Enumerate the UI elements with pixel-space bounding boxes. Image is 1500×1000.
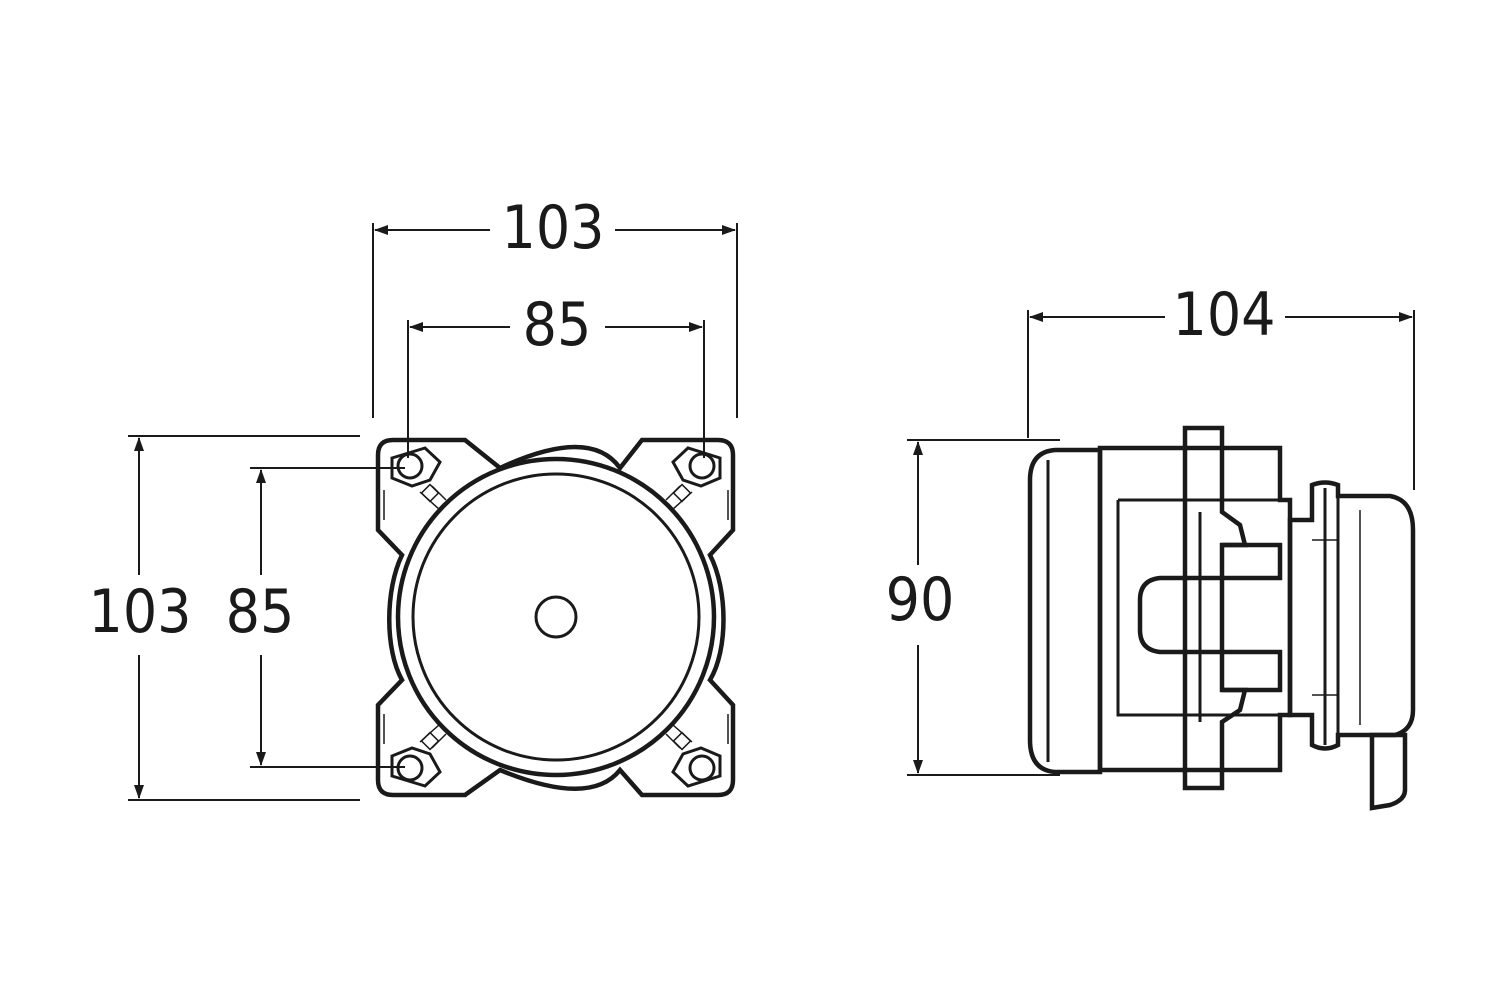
mounting-bracket	[1182, 425, 1248, 791]
dim-front-width-inner: 85	[407, 290, 705, 458]
main-body	[1097, 445, 1293, 773]
rear-connector	[1287, 480, 1416, 751]
mount-top-right	[665, 446, 729, 520]
lens-housing	[1027, 447, 1103, 775]
front-flange-outline	[375, 437, 736, 798]
label-side-depth: 104	[1172, 280, 1275, 350]
mount-bottom-left	[383, 714, 447, 788]
cable-tab	[1369, 732, 1408, 811]
lens-ring	[411, 472, 701, 762]
label-front-height-inner: 85	[226, 577, 295, 647]
label-side-height: 90	[886, 565, 955, 635]
dim-front-width-outer: 103	[372, 193, 738, 418]
label-front-width-outer: 103	[501, 193, 604, 263]
label-front-height-outer: 103	[88, 577, 191, 647]
label-front-width-inner: 85	[523, 290, 592, 360]
outer-ring	[395, 456, 717, 778]
dim-side-height: 90	[886, 439, 1060, 776]
mount-bottom-right	[665, 714, 729, 788]
dim-front-height-outer: 103	[88, 435, 360, 801]
center-dot	[534, 595, 578, 639]
front-view	[375, 437, 736, 798]
side-view	[1027, 425, 1416, 811]
dim-side-depth: 104	[1027, 280, 1415, 490]
dim-front-height-inner: 85	[226, 467, 405, 768]
mount-top-left	[383, 446, 447, 520]
